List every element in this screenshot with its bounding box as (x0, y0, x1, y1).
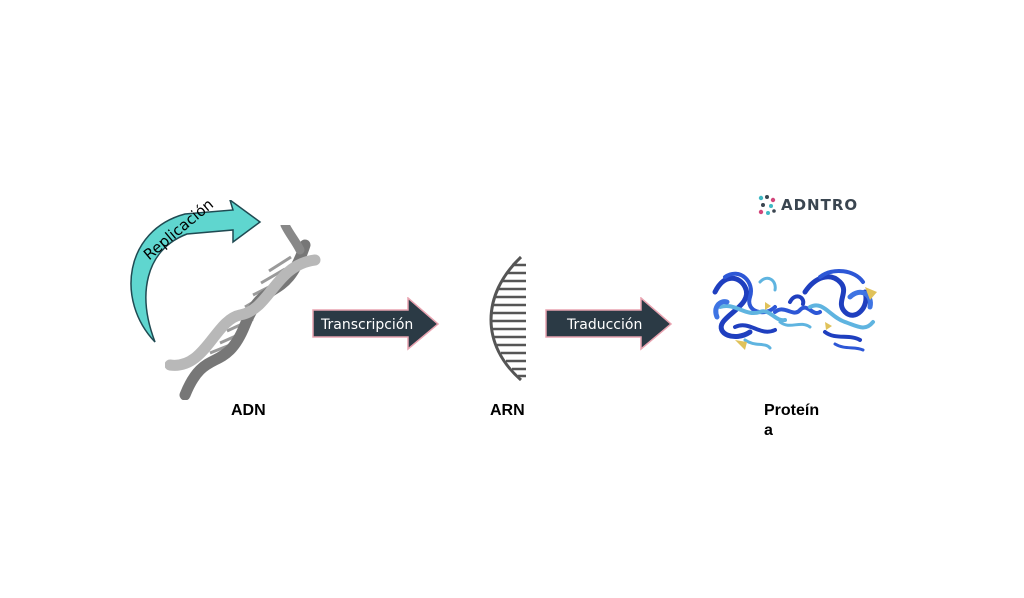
transcription-label: Transcripción (321, 317, 414, 333)
adntro-logo-icon (758, 195, 776, 215)
protein-label-line1: Proteín (764, 402, 820, 419)
rna-strand-icon (489, 255, 526, 382)
translation-arrow (545, 297, 673, 351)
dna-label: ADN (231, 402, 266, 419)
rna-label: ARN (490, 402, 525, 419)
transcription-arrow (312, 297, 440, 351)
translation-label: Traducción (567, 317, 643, 333)
protein-label-line2: a (764, 422, 773, 439)
dna-helix-icon (165, 225, 321, 400)
replication-arrow (130, 200, 262, 343)
protein-structure-icon (712, 269, 877, 352)
adntro-logo-text: ADNTRO (781, 196, 859, 214)
